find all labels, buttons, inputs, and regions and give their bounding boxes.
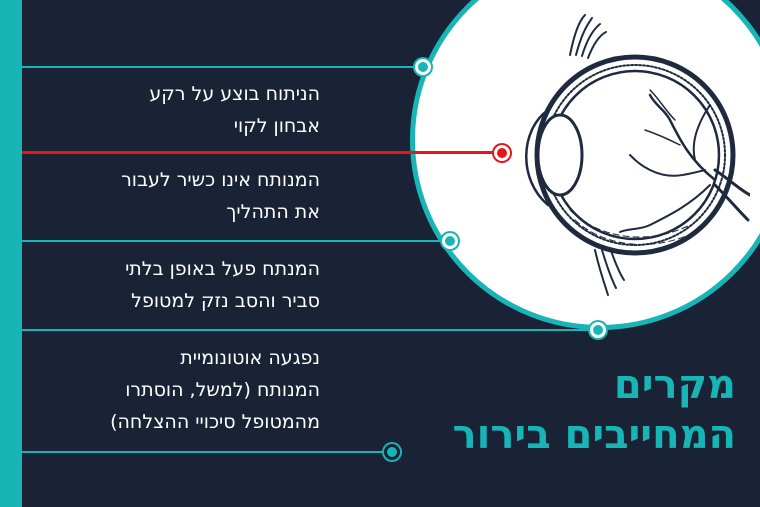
divider-line-4 [22,451,384,453]
title-line-1: מקרים [613,362,736,408]
connector-node-highlight [494,145,510,161]
item-line: המנתח פעל באופן בלתי [125,258,320,280]
list-item-1: הניתוח בוצע על רקע אבחון לקוי [149,78,320,142]
left-accent-bar [0,0,22,507]
item-line: אבחון לקוי [233,115,320,137]
eye-illustration-circle [410,0,760,330]
list-item-2: המנותח אינו כשיר לעבור את התהליך [121,164,320,228]
eye-anatomy-icon [525,14,750,296]
divider-line-2 [22,240,444,242]
item-line: המנותח (למשל, הוסתרו [125,379,320,401]
highlight-line [22,151,502,154]
item-line: נפגעה אוטונומיית [180,347,320,369]
title-line-2: המחייבים בירור [452,412,736,458]
connector-node-3 [590,322,606,338]
connector-node-2 [442,233,458,249]
item-line: המנותח אינו כשיר לעבור [121,169,320,191]
item-line: הניתוח בוצע על רקע [149,83,320,105]
item-line: מהמטופל סיכויי ההצלחה) [110,411,320,433]
item-line: את התהליך [226,201,320,223]
page-title: מקרים המחייבים בירור [453,360,736,460]
connector-node-1 [415,59,431,75]
divider-line-3 [22,329,592,331]
list-item-4: נפגעה אוטונומיית המנותח (למשל, הוסתרו מה… [110,342,320,438]
list-item-3: המנתח פעל באופן בלתי סביר והסב נזק למטופ… [125,253,320,317]
item-line: סביר והסב נזק למטופל [131,290,320,312]
divider-line-1 [22,66,422,68]
connector-node-4 [384,444,400,460]
